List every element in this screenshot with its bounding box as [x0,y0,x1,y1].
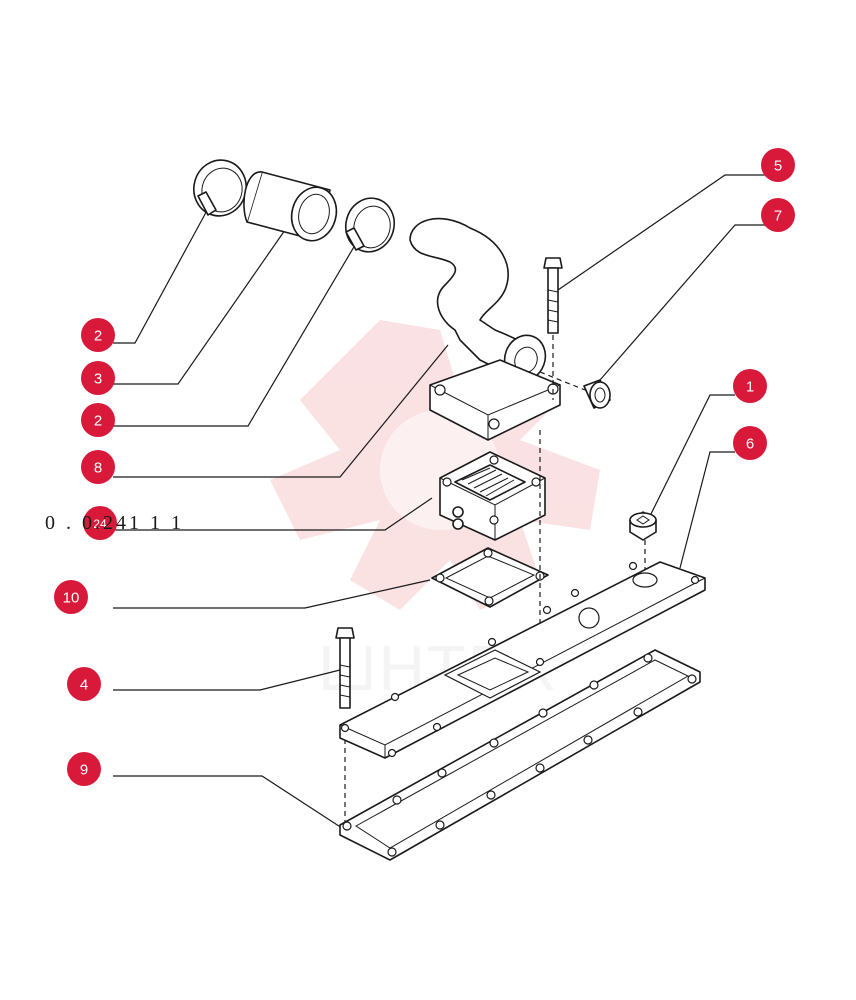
callout-label: 6 [746,436,754,453]
callout-label: 4 [80,677,88,694]
callout-1-plug[interactable]: 1 [733,369,767,403]
callout-9-gasket-large[interactable]: 9 [67,752,101,786]
hose-clamp-right [344,197,396,253]
bolt-top [543,257,563,334]
callout-label: 9 [80,762,88,779]
callout-label: 5 [774,158,782,175]
bolt-lower [335,627,355,709]
rubber-hose [243,171,338,242]
screw-plug [629,511,657,541]
callout-label: 24 [93,517,107,531]
callout-7-bushing[interactable]: 7 [761,198,795,232]
callout-10-gasket-small[interactable]: 10 [54,580,88,614]
hose-clamp-left [193,159,247,217]
callout-4-bolt-lower[interactable]: 4 [67,667,101,701]
callout-6-plate[interactable]: 6 [733,426,767,460]
callout-label: 2 [94,413,102,430]
cover-plate [339,561,706,759]
gasket-small [431,547,549,608]
callout-8-elbow[interactable]: 8 [81,450,115,484]
callout-label: 10 [63,590,80,607]
callout-label: 3 [94,371,102,388]
heater-housing [439,451,546,541]
intake-elbow [409,217,561,441]
gasket-large [339,649,701,861]
callout-label: 7 [774,208,782,225]
callout-3-hose[interactable]: 3 [81,361,115,395]
callout-24-housing[interactable]: 24 [83,506,117,540]
callout-label: 1 [746,379,754,396]
alignment-lines [344,335,646,825]
callout-2-clamp-right[interactable]: 2 [81,403,115,437]
callout-label: 2 [94,328,102,345]
callout-2-clamp-left[interactable]: 2 [81,318,115,352]
drawing-code: 0 . 0.241 1 1 [45,512,184,534]
leader-lines [113,174,765,831]
callout-label: 8 [94,460,102,477]
plug-bushing [539,371,611,409]
callout-5-bolt-top[interactable]: 5 [761,148,795,182]
